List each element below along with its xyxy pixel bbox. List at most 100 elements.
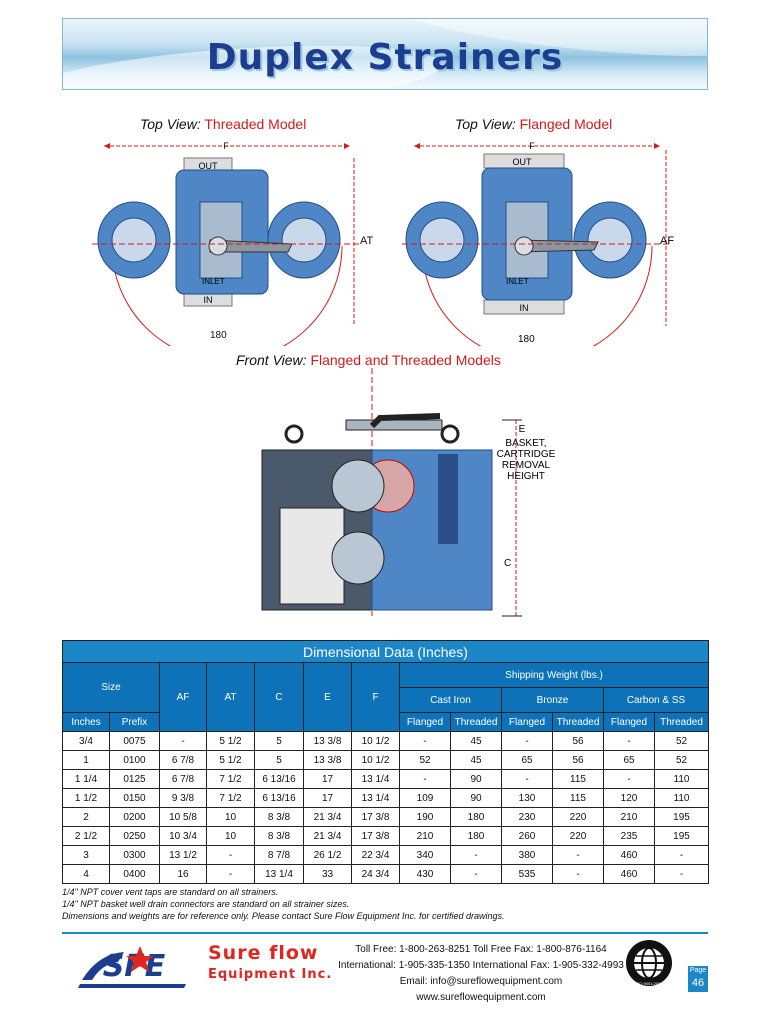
footnote: 1/4" NPT basket well drain connectors ar…: [62, 899, 350, 909]
table-cell: 130: [501, 788, 553, 808]
table-cell: 110: [653, 769, 710, 789]
dim-e-label: E: [519, 424, 526, 435]
table-cell: 109: [399, 788, 451, 808]
table-cell: 115: [552, 769, 604, 789]
table-cell: -: [399, 731, 451, 751]
table-cell: 1 1/2: [62, 788, 110, 808]
top-view-threaded-drawing: F AT 180 OUT IN INLET: [92, 141, 374, 346]
sfe-logo-icon: SFE: [78, 946, 186, 988]
table-cell: 10 3/4: [159, 826, 207, 846]
header-shipping-weight: Shipping Weight (lbs.): [398, 662, 710, 688]
table-cell: 13 3/8: [303, 731, 352, 751]
header-e: E: [303, 662, 352, 732]
table-cell: 110: [653, 788, 710, 808]
table-cell: 235: [603, 826, 655, 846]
table-cell: 17: [303, 769, 352, 789]
angle-label: 180: [518, 334, 535, 345]
table-cell: 460: [603, 845, 655, 865]
outlet-label: OUT: [513, 157, 533, 167]
table-cell: 56: [552, 731, 604, 751]
table-cell: 180: [450, 807, 502, 827]
table-cell: -: [450, 864, 502, 884]
contact-info: Toll Free: 1-800-263-8251 Toll Free Fax:…: [336, 942, 626, 1006]
view-prefix: Top View:: [455, 116, 516, 132]
table-cell: 0075: [109, 731, 160, 751]
table-cell: -: [206, 864, 255, 884]
header-flanged: Flanged: [399, 712, 451, 732]
table-cell: 5 1/2: [206, 750, 255, 770]
table-cell: 10 5/8: [159, 807, 207, 827]
table-cell: 4: [62, 864, 110, 884]
contact-phone: Toll Free: 1-800-263-8251 Toll Free Fax:…: [355, 944, 607, 955]
footer-divider: [62, 932, 708, 934]
table-cell: 21 3/4: [303, 807, 352, 827]
footnotes: 1/4" NPT cover vent taps are standard on…: [62, 886, 505, 922]
header-carbon-ss: Carbon & SS: [602, 687, 710, 713]
table-cell: 220: [552, 826, 604, 846]
header-flanged: Flanged: [501, 712, 553, 732]
table-cell: -: [206, 845, 255, 865]
table-cell: 7 1/2: [206, 769, 255, 789]
table-cell: 26 1/2: [303, 845, 352, 865]
dim-f-label: F: [529, 141, 535, 151]
table-cell: 13 3/8: [303, 750, 352, 770]
table-cell: 8 3/8: [254, 807, 304, 827]
page-title: Duplex Strainers: [206, 37, 564, 78]
table-cell: 115: [552, 788, 604, 808]
table-cell: 24 3/4: [351, 864, 400, 884]
dimensional-data-table: Dimensional Data (Inches) Size AF AT C E…: [61, 640, 710, 884]
table-cell: 0250: [109, 826, 160, 846]
table-cell: 195: [653, 826, 710, 846]
table-cell: 5 1/2: [206, 731, 255, 751]
table-cell: 0100: [109, 750, 160, 770]
header-banner: Duplex Strainers: [62, 18, 708, 90]
table-cell: -: [552, 845, 604, 865]
table-cell: 56: [552, 750, 604, 770]
iso-certification-icon: ISO 9001:2000: [626, 940, 672, 986]
angle-label: 180: [210, 330, 227, 341]
e-desc-line: REMOVAL: [502, 460, 551, 471]
table-cell: 7 1/2: [206, 788, 255, 808]
table-cell: 17: [303, 788, 352, 808]
table-cell: 0150: [109, 788, 160, 808]
table-cell: -: [603, 731, 655, 751]
table-cell: 45: [450, 750, 502, 770]
e-desc-line: CARTRIDGE: [497, 449, 556, 460]
header-bronze: Bronze: [501, 687, 604, 713]
table-cell: 380: [501, 845, 553, 865]
page-number: 46: [691, 977, 705, 989]
table-cell: 6 13/16: [254, 788, 304, 808]
table-cell: 13 1/4: [351, 788, 400, 808]
header-threaded: Threaded: [653, 712, 710, 732]
header-f: F: [351, 662, 400, 732]
table-cell: 0400: [109, 864, 160, 884]
top-view-flanged-title: Top View: Flanged Model: [455, 116, 612, 132]
header-cast-iron: Cast Iron: [399, 687, 502, 713]
contact-email-web: Email: info@sureflowequipment.com www.su…: [399, 976, 563, 1003]
table-cell: 10 1/2: [351, 731, 400, 751]
footnote: Dimensions and weights are for reference…: [62, 911, 505, 921]
table-cell: 10: [206, 826, 255, 846]
table-cell: 52: [653, 750, 710, 770]
table-cell: 260: [501, 826, 553, 846]
table-title: Dimensional Data (Inches): [61, 640, 710, 663]
table-cell: 17 3/8: [351, 807, 400, 827]
table-cell: -: [501, 731, 553, 751]
table-cell: 10 1/2: [351, 750, 400, 770]
inlet-label: INLET: [506, 277, 529, 286]
table-cell: 22 3/4: [351, 845, 400, 865]
inlet-label: INLET: [202, 277, 225, 286]
table-cell: 65: [603, 750, 655, 770]
company-line1: Sure flow: [208, 942, 319, 964]
table-cell: 45: [450, 731, 502, 751]
header-af: AF: [159, 662, 207, 732]
iso-text: ISO 9001:2000: [636, 981, 664, 986]
table-cell: -: [501, 769, 553, 789]
table-cell: 16: [159, 864, 207, 884]
view-prefix: Top View:: [140, 116, 201, 132]
